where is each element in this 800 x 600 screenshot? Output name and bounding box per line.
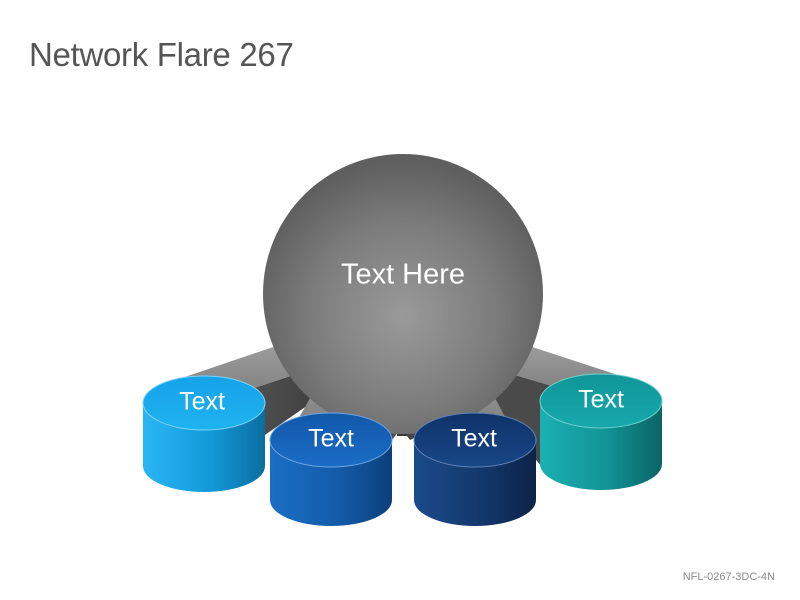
node-1: Text (142, 375, 266, 492)
page-title: Network Flare 267 (29, 36, 294, 73)
node-1-label: Text (179, 388, 225, 416)
node-2-label: Text (308, 425, 354, 453)
node-4: Text (539, 373, 663, 490)
node-2: Text (269, 412, 393, 526)
node-3: Text (413, 412, 537, 526)
hub-sphere: Text Here (263, 154, 543, 434)
hub-circle (263, 154, 543, 434)
node-3-label: Text (451, 425, 497, 453)
slide-code: NFL-0267-3DC-4N (682, 571, 775, 583)
node-4-label: Text (578, 386, 624, 414)
hub-label: Text Here (341, 259, 465, 291)
